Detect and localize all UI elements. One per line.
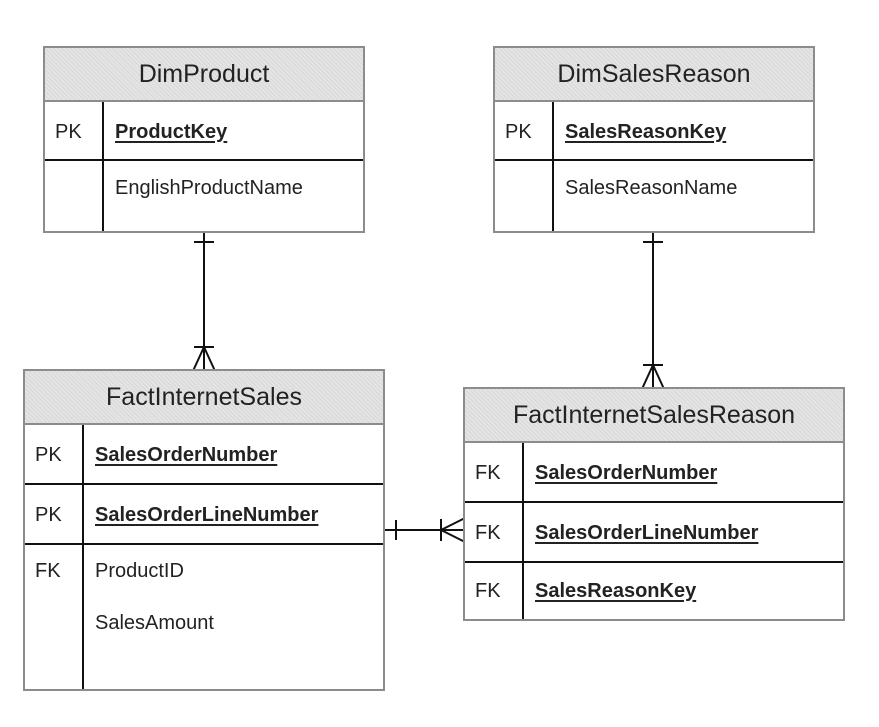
entity-title: DimProduct [45, 48, 363, 102]
crowfoot-right [203, 346, 216, 372]
entity-row: EnglishProductName [45, 161, 363, 231]
key-label: FK [465, 443, 524, 503]
attribute: EnglishProductName [115, 176, 303, 199]
attribute-productid: ProductID [95, 559, 184, 582]
key-label: PK [495, 102, 554, 162]
entity-row: PK ProductKey [45, 102, 363, 162]
entity-row: FK SalesOrderLineNumber [465, 503, 843, 563]
entity-dimsalesreason: DimSalesReason PK SalesReasonKey SalesRe… [493, 46, 815, 233]
relationship-dimsalesreason-factinternetsalesreason [641, 232, 665, 390]
attribute-salesamount: SalesAmount [95, 611, 214, 634]
key-label: PK [25, 425, 84, 485]
entity-row: PK SalesReasonKey [495, 102, 813, 162]
entity-row: FK SalesReasonKey [465, 563, 843, 619]
entity-dimproduct: DimProduct PK ProductKey EnglishProductN… [43, 46, 365, 233]
attribute-foreign-key: SalesOrderNumber [535, 461, 718, 484]
attribute: SalesReasonName [565, 176, 738, 199]
entity-factinternetsales: FactInternetSales PK SalesOrderNumber PK… [23, 369, 385, 691]
key-label [45, 161, 104, 231]
entity-title: FactInternetSales [25, 371, 383, 425]
entity-title: DimSalesReason [495, 48, 813, 102]
entity-row: FK ProductID SalesAmount [25, 545, 383, 689]
entity-row: PK SalesOrderNumber [25, 425, 383, 485]
key-label: PK [45, 102, 104, 162]
attribute-foreign-key: SalesOrderLineNumber [535, 521, 759, 544]
key-label: FK [465, 563, 524, 619]
crowfoot-left [192, 346, 205, 372]
crowfoot-bottom [440, 529, 466, 543]
relationship-dimproduct-factinternetsales [192, 232, 216, 372]
attribute-primary-key: SalesReasonKey [565, 120, 727, 143]
attribute-primary-key: ProductKey [115, 120, 228, 143]
crowfoot-top [440, 517, 466, 531]
entity-title: FactInternetSalesReason [465, 389, 843, 443]
key-label: FK [35, 559, 61, 582]
attribute-primary-key: SalesOrderNumber [95, 443, 278, 466]
entity-row: PK SalesOrderLineNumber [25, 485, 383, 545]
attribute-list: EnglishProductName [104, 161, 363, 231]
key-label: PK [25, 485, 84, 545]
key-label: FK [465, 503, 524, 563]
attribute-list: ProductID SalesAmount [84, 545, 383, 689]
crowfoot-left [641, 364, 654, 390]
entity-factinternetsalesreason: FactInternetSalesReason FK SalesOrderNum… [463, 387, 845, 621]
attribute-foreign-key: SalesReasonKey [535, 579, 697, 602]
entity-row: SalesReasonName [495, 161, 813, 231]
crowfoot-right [652, 364, 665, 390]
attribute-list: SalesReasonName [554, 161, 813, 231]
entity-row: FK SalesOrderNumber [465, 443, 843, 503]
key-label [495, 161, 554, 231]
attribute-primary-key: SalesOrderLineNumber [95, 503, 319, 526]
relationship-factinternetsales-factinternetsalesreason [384, 517, 466, 543]
key-label-column: FK [25, 545, 84, 689]
